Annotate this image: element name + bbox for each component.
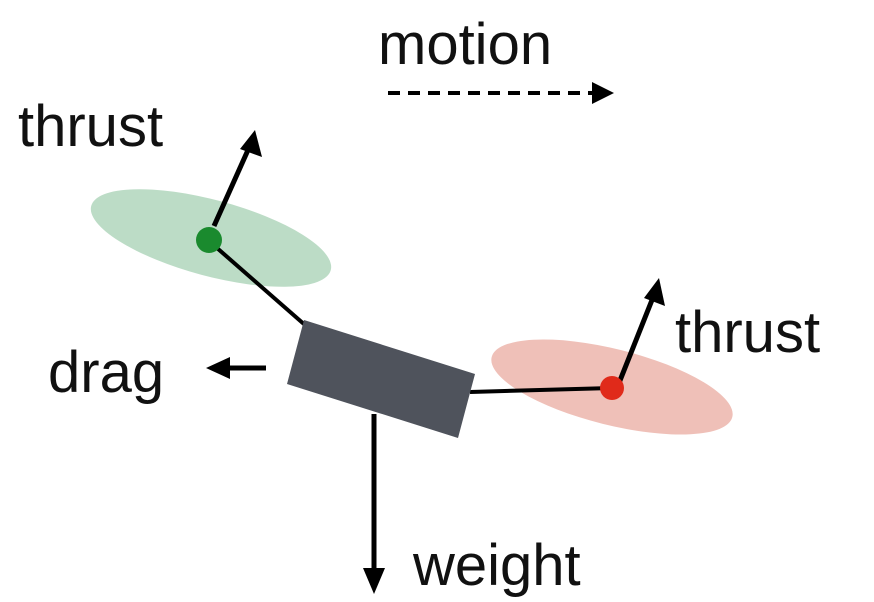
drone-body (287, 320, 475, 438)
right-arm (469, 386, 613, 394)
thrust-arrow-left-icon (211, 130, 262, 228)
right-rotor-hub (600, 376, 624, 400)
weight-arrow-icon (363, 414, 385, 594)
thrust-label-right: thrust (675, 300, 820, 365)
motion-arrow-icon (388, 82, 614, 104)
drag-label: drag (48, 340, 164, 405)
weight-label: weight (412, 533, 581, 598)
left-rotor-hub (196, 227, 222, 253)
thrust-arrow-right-icon (616, 278, 665, 384)
drag-arrow-icon (206, 357, 266, 379)
left-arm (207, 239, 307, 327)
motion-label: motion (378, 12, 552, 77)
thrust-label-left: thrust (18, 94, 163, 159)
